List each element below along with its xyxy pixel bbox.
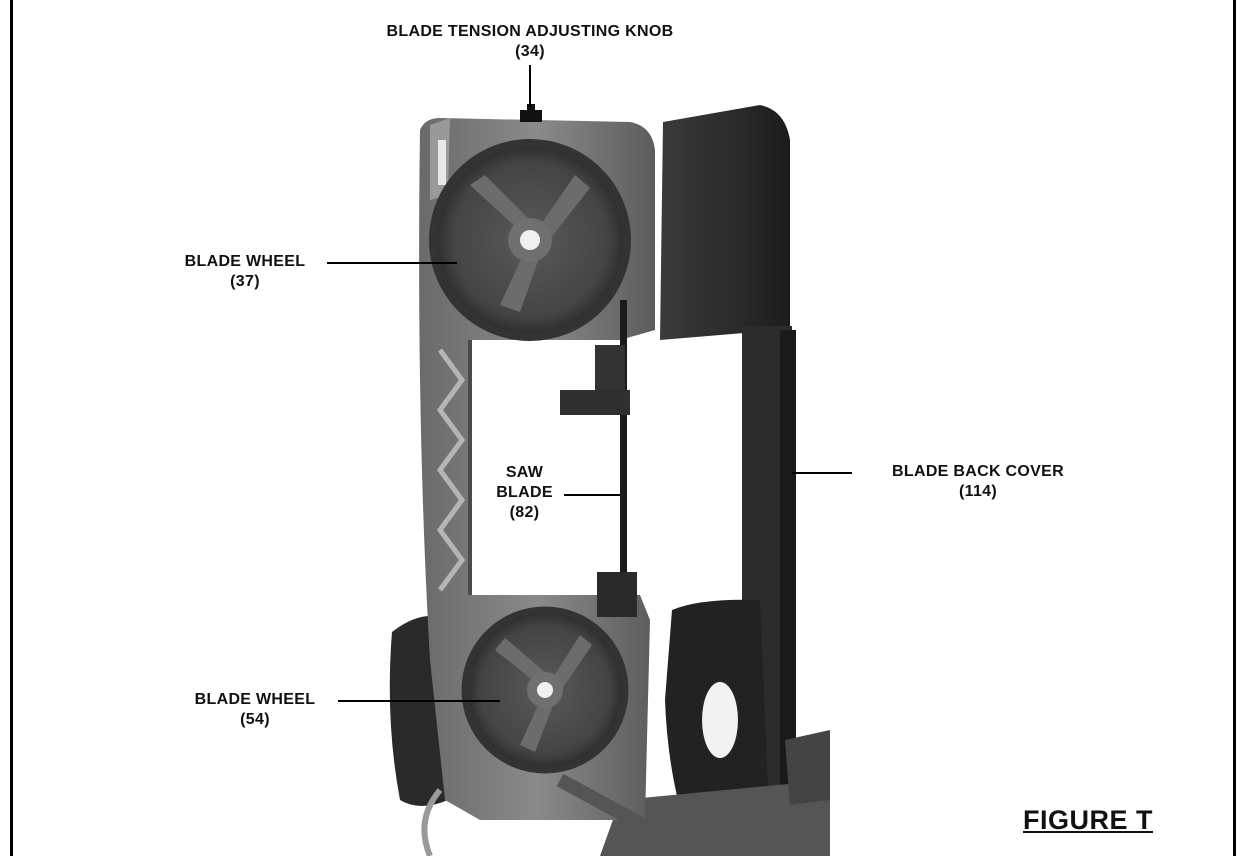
tension-knob-label-name: BLADE TENSION ADJUSTING KNOB [386, 23, 674, 40]
upper-blade-wheel-shape [429, 139, 631, 341]
saw-blade-label-line1: SAW [505, 464, 544, 481]
figure-title: FIGURE T [1023, 805, 1153, 835]
upper-wheel-label: BLADE WHEEL (37) [160, 252, 330, 292]
upper-wheel-label-name: BLADE WHEEL [184, 253, 306, 270]
back-cover-label-name: BLADE BACK COVER [892, 463, 1064, 480]
upper-wheel-label-num: (37) [230, 273, 260, 290]
tension-knob-shape [520, 104, 542, 122]
saw-blade-label-num: (82) [509, 504, 540, 521]
saw-blade-label-line2: BLADE [496, 484, 553, 501]
lower-wheel-label-num: (54) [240, 711, 270, 728]
lower-wheel-leader [338, 700, 500, 702]
back-cover-label: BLADE BACK COVER (114) [848, 462, 1108, 502]
lower-wheel-label-name: BLADE WHEEL [194, 691, 316, 708]
figure-frame [10, 0, 1236, 856]
saw-blade-label: SAW BLADE (82) [492, 463, 557, 523]
back-cover-leader [792, 472, 852, 474]
saw-blade-leader [564, 494, 620, 496]
upper-wheel-leader [327, 262, 457, 264]
back-cover-label-num: (114) [959, 483, 997, 500]
blade-back-cover-shape [660, 105, 796, 846]
tension-knob-label-num: (34) [515, 43, 545, 60]
tension-knob-leader [529, 65, 531, 107]
lower-blade-wheel-shape [461, 606, 629, 774]
tension-knob-label: BLADE TENSION ADJUSTING KNOB (34) [300, 22, 760, 62]
saw-blade-shape [560, 300, 637, 617]
lower-wheel-label: BLADE WHEEL (54) [170, 690, 340, 730]
